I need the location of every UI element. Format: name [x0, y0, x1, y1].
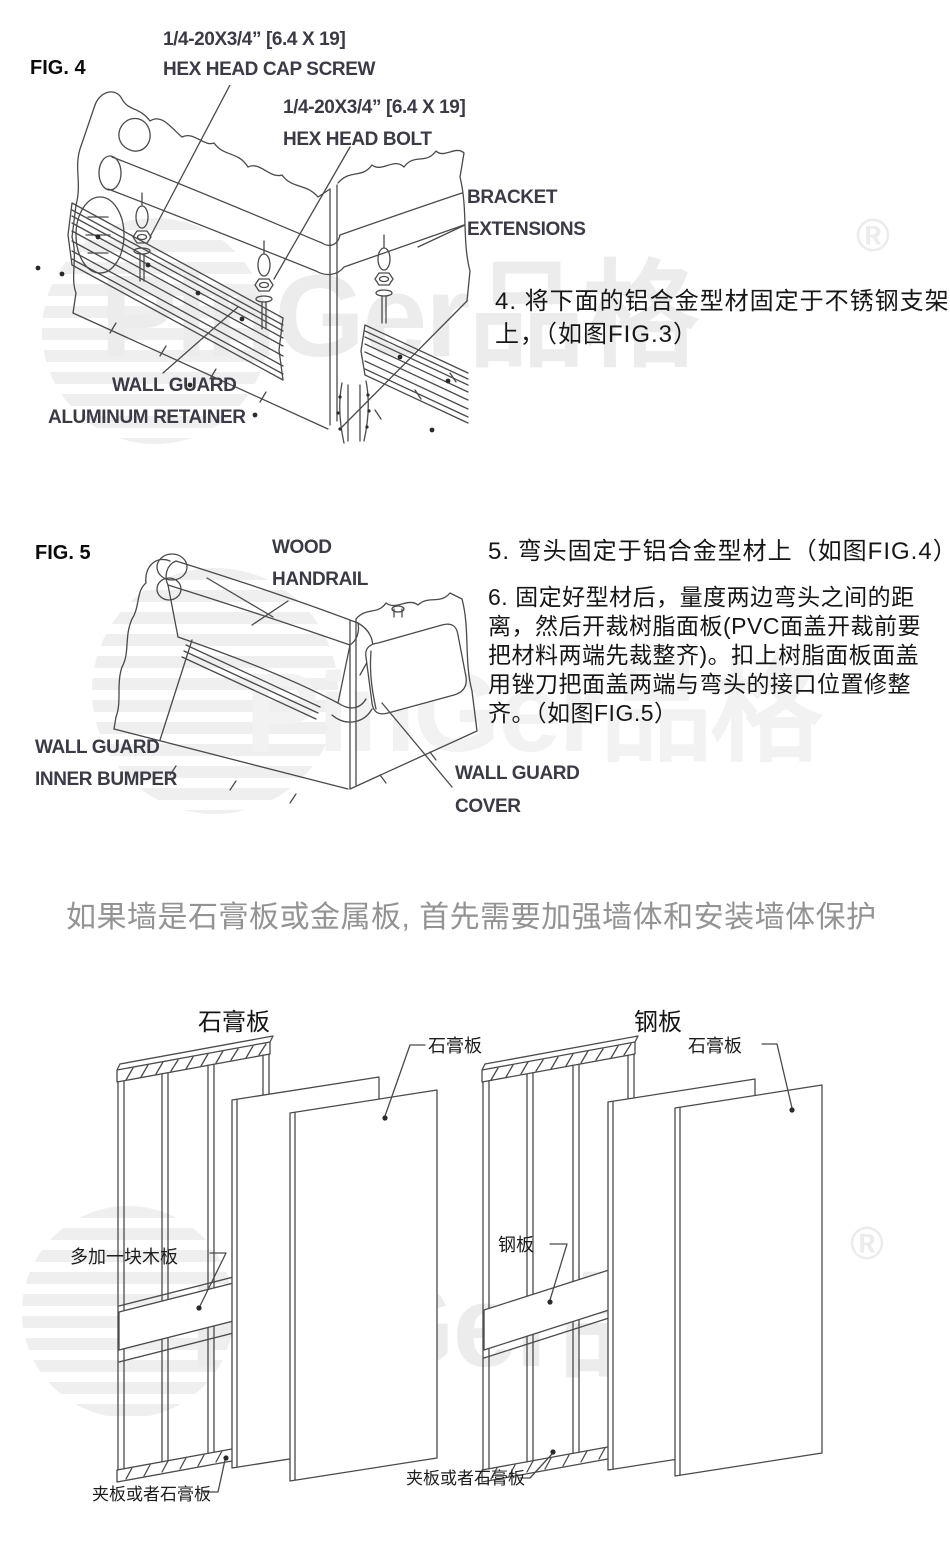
wall-diagrams-drawing [116, 1035, 823, 1532]
fig4-leader-cap-screw [150, 85, 230, 237]
leader-left-plywood [205, 1460, 225, 1492]
leader-steel-plate [550, 1244, 567, 1300]
fig4-leader-hex-bolt [274, 147, 350, 279]
step5-text: 5. 弯头固定于铝合金型材上（如图FIG.4） [488, 538, 950, 565]
fig5-label: FIG. 5 [35, 542, 91, 564]
step6-text: 6. 固定好型材后，量度两边弯头之间的距 离，然后开裁树脂面板(PVC面盖开裁前… [488, 583, 921, 728]
right-plywood-callout: 夹板或者石膏板 [406, 1469, 525, 1488]
fig4-hex-bolt-spec: 1/4-20X3/4” [6.4 X 19] [283, 97, 466, 118]
fig4-label: FIG. 4 [30, 57, 86, 79]
left-plywood-callout: 夹板或者石膏板 [92, 1485, 211, 1504]
fig4-leader-retainer [163, 307, 238, 373]
step4-line2: 上，（如图FIG.3） [495, 321, 699, 348]
fig5-bumper-label-2: INNER BUMPER [35, 769, 177, 790]
left-diagram-title: 石膏板 [198, 1009, 270, 1036]
leader-right-gypsum [762, 1044, 792, 1108]
leader-right-plywood [520, 1454, 552, 1478]
leader-left-gypsum [385, 1045, 425, 1116]
right-front-panel [674, 1084, 823, 1477]
fig4-retainer-label-2: ALUMINUM RETAINER [48, 407, 246, 428]
fig5-leader-handrail [252, 601, 288, 625]
step6-line: 6. 固定好型材后，量度两边弯头之间的距 [488, 584, 915, 610]
step6-line: 离，然后开裁树脂面板(PVC面盖开裁前要 [488, 613, 921, 639]
registered-mark-icon: ® [850, 1217, 884, 1269]
fig5-leader-cover [382, 703, 452, 787]
step6-line: 把材料两端先裁整齐)。扣上树脂面板面盖 [488, 642, 920, 668]
watermark-brand: PinGer品格 [245, 650, 822, 775]
left-front-panel [289, 1089, 438, 1482]
right-diagram-title: 钢板 [634, 1009, 682, 1036]
step6-line: 齐。（如图FIG.5） [488, 700, 678, 726]
fig4-drawing [35, 85, 480, 450]
extra-wood-board-callout: 多加一块木板 [70, 1247, 178, 1267]
fig4-bracket-label-1: BRACKET [467, 187, 558, 208]
fig4-retainer-label-1: WALL GUARD [112, 375, 237, 396]
fig4-cap-screw-name: HEX HEAD CAP SCREW [163, 59, 376, 80]
fig5-drawing [20, 545, 480, 815]
right-gypsum-callout: 石膏板 [688, 1036, 742, 1056]
fig4-bracket-label-2: EXTENSIONS [467, 219, 586, 240]
fig5-handrail-label-2: HANDRAIL [272, 569, 369, 590]
fig4-leader-bracket [418, 225, 465, 247]
step6-line: 用锉刀把面盖两端与弯头的接口位置修整 [488, 671, 911, 697]
registered-mark-icon: ® [856, 209, 890, 261]
fig5-cover-label-1: WALL GUARD [455, 763, 580, 784]
leader-wood-board [200, 1253, 226, 1306]
fig4-hex-bolt-name: HEX HEAD BOLT [283, 129, 432, 150]
wall-section-heading: 如果墙是石膏板或金属板, 首先需要加强墙体和安装墙体保护 [66, 901, 877, 934]
fig5-handrail-label-1: WOOD [272, 537, 332, 558]
fig4-cap-screw-spec: 1/4-20X3/4” [6.4 X 19] [163, 29, 346, 50]
fig5-bumper-label-1: WALL GUARD [35, 737, 160, 758]
step4-line1: 4. 将下面的铝合金型材固定于不锈钢支架 [495, 288, 950, 315]
left-gypsum-callout: 石膏板 [428, 1036, 482, 1056]
fig5-leader-bumper [160, 640, 192, 740]
steel-plate-callout: 钢板 [498, 1235, 534, 1255]
pinger-logo-icon [92, 568, 338, 814]
fig5-cover-label-2: COVER [455, 796, 521, 817]
